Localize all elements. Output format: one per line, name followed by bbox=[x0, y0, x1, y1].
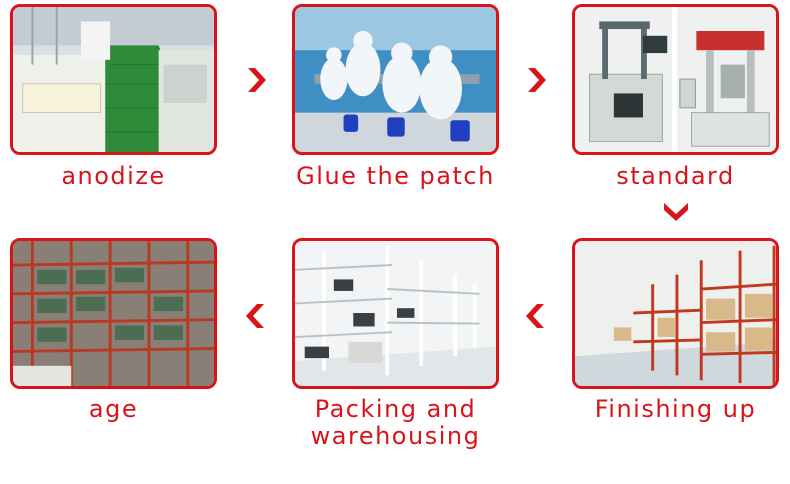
step-label: Packing and bbox=[314, 395, 477, 423]
packing-and-warehousing-photo bbox=[292, 238, 499, 389]
age-photo bbox=[10, 238, 217, 389]
step-label: Finishing up bbox=[594, 395, 757, 423]
chevron-right-icon bbox=[522, 66, 550, 94]
chevron-left-icon bbox=[522, 302, 550, 330]
chevron-left-icon bbox=[242, 302, 270, 330]
step-label-line2: warehousing bbox=[310, 422, 481, 450]
chevron-down-icon bbox=[662, 197, 690, 225]
finishing-up-photo bbox=[572, 238, 779, 389]
step-label: Glue the patch bbox=[296, 162, 495, 190]
step-label: age bbox=[88, 395, 139, 423]
anodize-photo bbox=[10, 4, 217, 155]
step-label: anodize bbox=[61, 162, 166, 190]
chevron-right-icon bbox=[242, 66, 270, 94]
standard-photo bbox=[572, 4, 779, 155]
step-label: standard bbox=[616, 162, 735, 190]
glue-the-patch-photo bbox=[292, 4, 499, 155]
